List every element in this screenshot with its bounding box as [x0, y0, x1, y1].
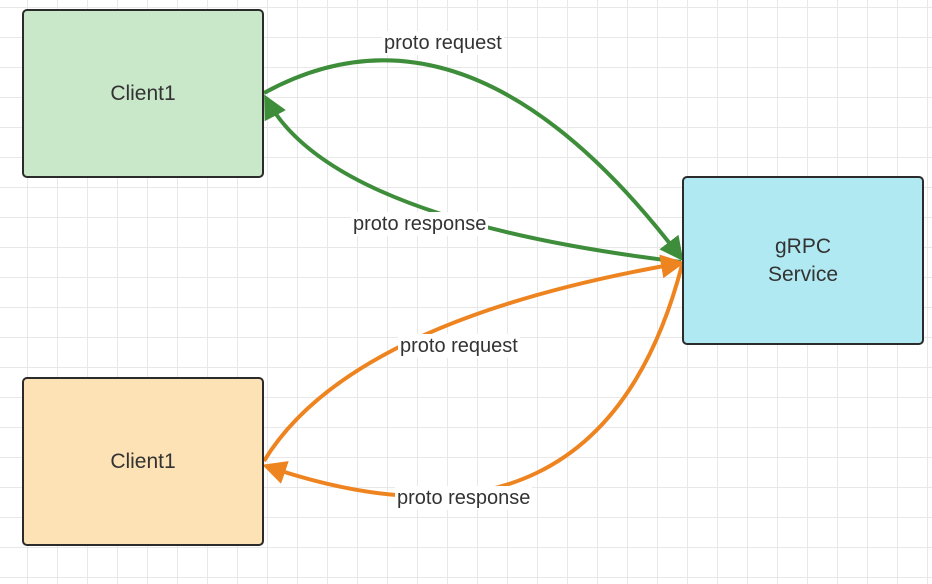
client-node-top[interactable]: Client1: [22, 9, 264, 178]
client-node-bottom[interactable]: Client1: [22, 377, 264, 546]
edge-label-bottom-response: proto response: [395, 486, 533, 510]
edge-bottom-request: [262, 254, 685, 463]
edge-label-top-request: proto request: [382, 31, 504, 55]
edge-label-top-response: proto response: [351, 212, 489, 236]
grpc-service-node[interactable]: gRPC Service: [682, 176, 924, 345]
edge-bottom-response: [262, 264, 684, 499]
client-node-bottom-label: Client1: [110, 449, 176, 473]
edge-top-response: [264, 94, 682, 264]
client-node-top-label: Client1: [110, 81, 176, 105]
grpc-service-node-label: gRPC Service: [767, 234, 839, 286]
edge-label-bottom-request: proto request: [398, 334, 520, 358]
edge-top-request: [263, 58, 684, 262]
